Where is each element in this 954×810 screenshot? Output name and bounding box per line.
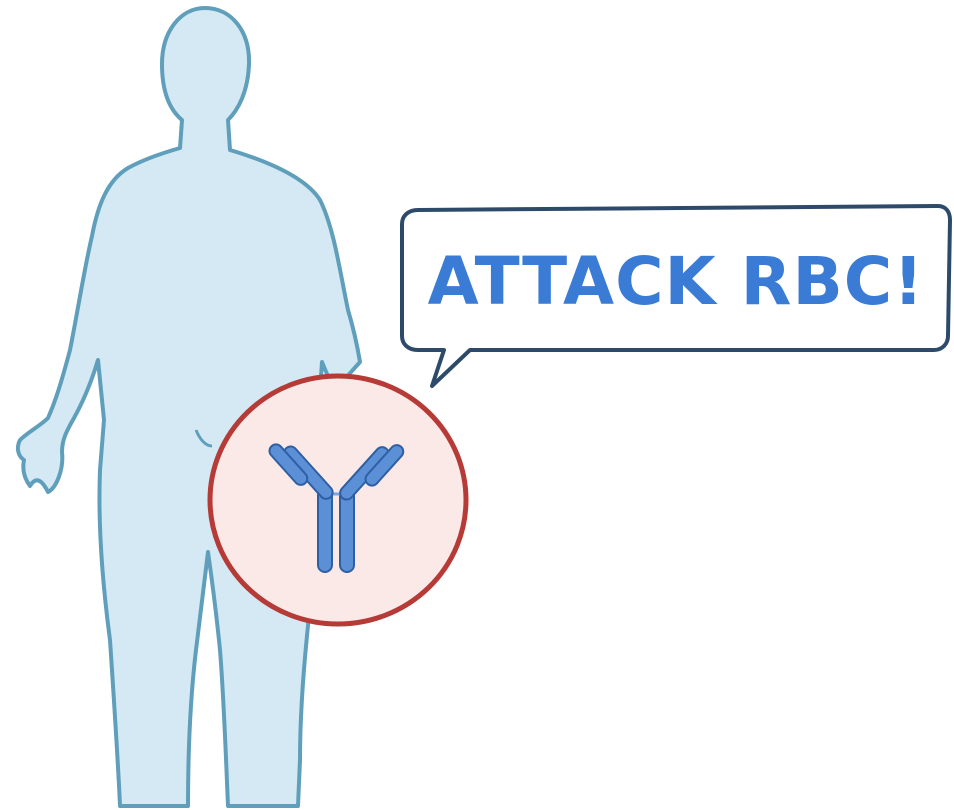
magnified-antibody-icon <box>210 376 466 624</box>
zoom-circle <box>210 376 466 624</box>
speech-bubble: ATTACK RBC! <box>402 206 950 386</box>
antibody-stem-left <box>318 488 332 572</box>
speech-bubble-text: ATTACK RBC! <box>428 243 925 320</box>
antibody-stem-right <box>340 488 354 572</box>
